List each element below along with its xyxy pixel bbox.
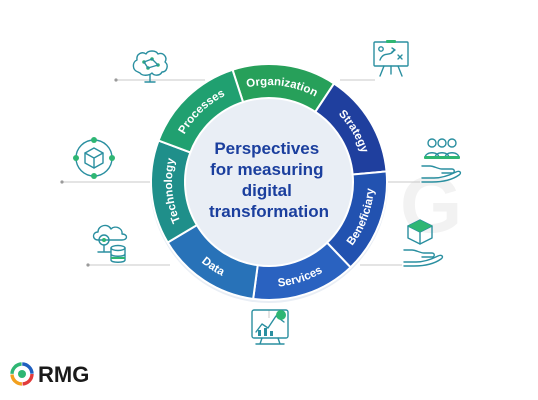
- ring-segment-processes: [157, 68, 245, 154]
- rmg-logo: RMG: [10, 362, 89, 387]
- cube-network-icon: [73, 137, 115, 179]
- perspective-ring: OrganizationStrategyBeneficiaryServicesD…: [150, 63, 388, 303]
- watermark: G: [400, 160, 462, 249]
- center-line-3: digital: [242, 181, 292, 200]
- cloud-database-icon: [92, 224, 128, 263]
- logo-text: RMG: [38, 362, 89, 387]
- leader-lines: [60, 78, 420, 318]
- center-line-1: Perspectives: [214, 139, 319, 158]
- center-line-2: for measuring: [210, 160, 323, 179]
- strategy-board-icon: [373, 40, 409, 77]
- data-chart-icon: [251, 309, 289, 345]
- brain-network-icon: [132, 50, 168, 83]
- center-line-4: transformation: [209, 202, 329, 221]
- box-hand-icon: [403, 219, 444, 267]
- center-title: Perspectives for measuring digital trans…: [209, 139, 329, 221]
- team-hand-icon: [421, 138, 462, 183]
